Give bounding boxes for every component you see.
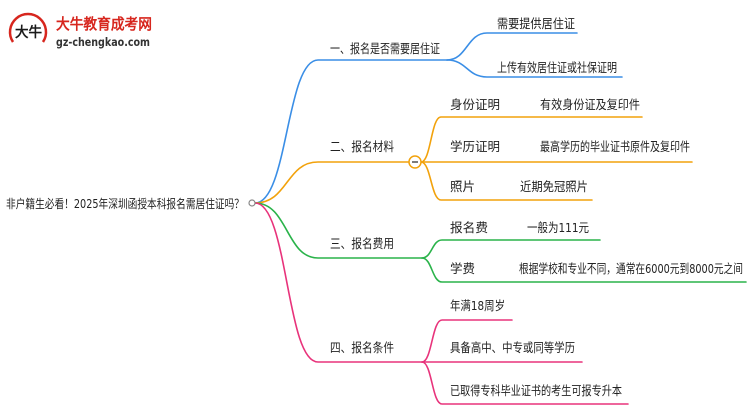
branch-4-child-1-connector <box>421 319 513 363</box>
branch-2-child-3-label: 照片 <box>450 179 475 194</box>
branch-3-connector <box>254 202 423 259</box>
branch-3-child-1-connector <box>421 239 601 259</box>
circle-node-icon <box>248 199 256 207</box>
branch-2-child-1-detail: 有效身份证及复印件 <box>540 97 640 112</box>
branch-3-child-2-label: 学费 <box>450 261 475 276</box>
branch-3: 三、报名费用 报名费 一般为111元 学费 根据学校和专业不同，通常在6000元… <box>254 202 747 283</box>
branch-4-label: 四、报名条件 <box>330 340 394 355</box>
logo-name: 大牛教育成考网 <box>56 15 152 33</box>
branch-2-child-1-label: 身份证明 <box>450 97 500 112</box>
branch-3-child-2-connector <box>421 257 747 283</box>
logo-mark: 大牛 <box>15 24 42 41</box>
branch-1: 一、报名是否需要居住证 需要提供居住证 上传有效居住证或社保证明 <box>254 16 623 204</box>
branch-2-connector <box>254 161 410 204</box>
logo-domain: gz-chengkao.com <box>56 35 150 49</box>
branch-1-connector <box>254 59 448 204</box>
root-node: 非户籍生必看！2025年深圳函授本科报名需居住证吗？ <box>6 196 244 211</box>
branch-1-child-1-connector <box>446 32 578 61</box>
branch-4-child-3-connector <box>421 361 629 405</box>
branch-2-label: 二、报名材料 <box>330 139 394 154</box>
logo-ring-icon <box>8 12 48 43</box>
branch-2-child-1-connector <box>420 116 643 163</box>
branch-2-child-3-connector <box>420 161 593 201</box>
branch-3-label: 三、报名费用 <box>330 236 394 251</box>
branch-1-child-2-connector <box>446 59 623 78</box>
branch-3-child-1-detail: 一般为111元 <box>527 220 589 235</box>
branch-4: 四、报名条件 年满18周岁 具备高中、中专或同等学历 已取得专科毕业证书的考生可… <box>254 202 629 405</box>
branch-3-child-2-detail: 根据学校和专业不同，通常在6000元到8000元之间 <box>519 261 743 276</box>
branch-2: 二、报名材料 身份证明 有效身份证及复印件 学历证明 最高学历的毕业证书原件及复… <box>254 97 693 204</box>
branch-1-label: 一、报名是否需要居住证 <box>330 41 440 56</box>
root-title: 非户籍生必看！2025年深圳函授本科报名需居住证吗？ <box>6 196 244 211</box>
branch-4-child-3-label: 已取得专科毕业证书的考生可报专升本 <box>450 383 622 398</box>
branch-4-child-2-label: 具备高中、中专或同等学历 <box>450 340 575 355</box>
branch-1-child-2-label: 上传有效居住证或社保证明 <box>497 60 617 75</box>
branch-2-child-2-detail: 最高学历的毕业证书原件及复印件 <box>540 139 690 154</box>
branch-2-child-3-detail: 近期免冠照片 <box>520 179 588 194</box>
collapse-toggle[interactable] <box>408 155 422 169</box>
branch-4-connector <box>254 202 423 363</box>
branch-3-child-1-label: 报名费 <box>450 220 488 235</box>
branch-1-child-1-label: 需要提供居住证 <box>497 16 575 31</box>
branch-2-child-2-label: 学历证明 <box>450 139 500 154</box>
site-logo[interactable]: 大牛 大牛教育成考网 gz-chengkao.com <box>8 12 152 49</box>
branch-4-child-1-label: 年满18周岁 <box>450 298 505 313</box>
